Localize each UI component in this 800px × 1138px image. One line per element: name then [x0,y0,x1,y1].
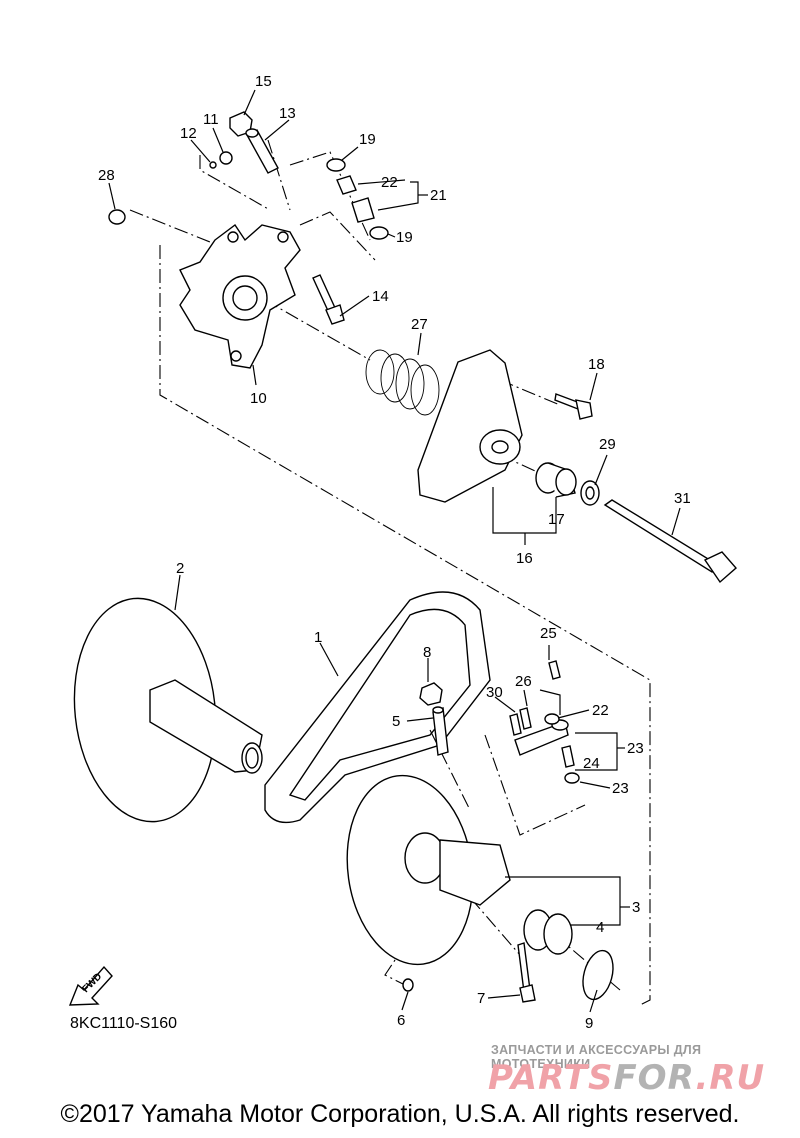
bolt-part-7 [517,942,536,1003]
callout-25: 25 [540,625,557,642]
callout-16: 16 [516,550,533,567]
oring-part-12 [209,161,217,169]
washer-part-19 [326,158,389,240]
pin-part-24 [561,745,575,768]
callout-28: 27 [411,316,428,333]
callout-20: 21 [430,187,447,204]
callout-3: 3 [632,899,640,916]
washer-part-30 [580,480,600,506]
callout-18: 18 [588,356,605,373]
callout-15: 15 [255,73,272,90]
washer-part-22 [544,713,580,784]
callout-8: 8 [423,644,431,661]
cover-part-16 [417,349,523,503]
washer-part-9 [582,949,614,1001]
washer-part-11 [219,151,233,165]
callout-4: 4 [596,919,604,936]
bushing-part-17 [535,462,577,498]
callout-23: 23 [627,740,644,757]
spider-part-10 [179,223,301,369]
copyright-notice: ©2017 Yamaha Motor Corporation, U.S.A. A… [60,1100,740,1128]
screw-part-25 [548,660,561,680]
collar-part-5 [432,706,449,756]
movable-sheave-part-3 [346,774,511,966]
collar-part-13 [245,128,279,174]
callout-22-top: 22 [592,702,609,719]
callout-19-bottom: 19 [396,229,413,246]
bushing-part-20 [351,197,375,223]
watermark-logo-for: FOR [613,1058,696,1098]
callout-12: 12 [180,125,197,142]
callout-30: 29 [599,436,616,453]
callout-27: 30 [486,684,503,701]
bushing-part-21 [336,175,357,195]
callout-14: 14 [372,288,389,305]
callout-2: 2 [176,560,184,577]
callout-9: 9 [585,1015,593,1032]
bolt-part-31 [603,499,737,584]
callout-22-bottom: 23 [612,780,629,797]
callout-17: 17 [548,511,565,528]
weight-arm-part-23 [514,719,569,756]
callout-numbers: 15 13 11 12 28 19 22 21 19 14 27 10 18 2… [98,73,691,1032]
screw-part-27 [509,713,522,736]
callout-6: 6 [397,1012,405,1029]
cap-part-6 [402,978,414,992]
bushing-part-4 [523,909,573,955]
watermark-logo[interactable]: PARTSFOR.RU [488,1058,765,1098]
callout-21: 22 [381,174,398,191]
callout-26: 26 [515,673,532,690]
cap-part-29 [108,209,126,225]
bolt-part-18 [554,393,593,420]
nut-part-8 [419,682,443,706]
callout-13: 13 [279,105,296,122]
callout-7: 7 [477,990,485,1007]
diagram-code: 8KC1110-S160 [70,1015,178,1032]
callout-19-top: 19 [359,131,376,148]
callout-31: 31 [674,490,691,507]
callout-5: 5 [392,713,400,730]
leader-lines [108,89,681,1013]
fixed-sheave-part-2 [73,597,263,823]
screw-part-26 [519,707,532,730]
drive-belt-part-1 [264,591,491,824]
callout-10: 10 [250,390,267,407]
callout-1: 1 [314,629,322,646]
callout-29: 28 [98,167,115,184]
watermark-logo-ru: .RU [695,1058,766,1098]
callout-24: 24 [583,755,600,772]
watermark-subtitle: ЗАПЧАСТИ И АКСЕССУАРЫ ДЛЯ МОТОТЕХНИКИ [491,1043,702,1071]
bolt-part-14 [312,274,345,325]
callout-11: 11 [203,111,219,128]
watermark-logo-parts: PARTS [488,1058,614,1098]
spring-part-28 [365,349,440,416]
fwd-arrow-icon: FWD [68,965,113,1006]
